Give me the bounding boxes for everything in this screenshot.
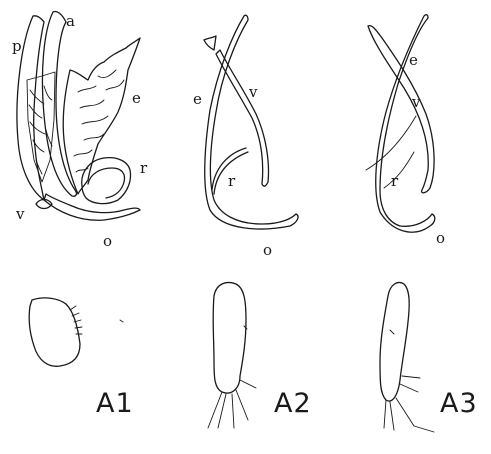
fig1-membrane-hatching: [29, 86, 52, 174]
fig1-label-o: o: [103, 232, 112, 250]
fig3-label-v: v: [411, 93, 421, 111]
fig1-part-a: [42, 11, 76, 196]
specimen-a2: A2: [208, 283, 312, 429]
a3-appendages: [384, 330, 434, 432]
a1-hair-fringe: [70, 306, 82, 334]
fig3-label-o: o: [436, 229, 445, 247]
fig2-label-o: o: [263, 241, 272, 259]
fig1-part-r-inner: [88, 168, 125, 198]
fig1-label-v: v: [15, 205, 25, 223]
a3-body-outline: [380, 283, 409, 402]
fig3-label-e: e: [409, 51, 418, 69]
caption-a1: A1: [96, 388, 134, 419]
fig1-wing-veins: [74, 70, 124, 172]
a1-speck: [120, 320, 123, 322]
fig3-label-r: r: [391, 172, 399, 190]
figure-3-drawing: e v r o: [366, 15, 445, 247]
fig1-label-r: r: [140, 159, 148, 177]
fig1-membrane: [27, 72, 55, 182]
fig1-part-e: [63, 38, 140, 194]
fig2-top-stub: [204, 36, 216, 50]
fig2-part-v-stalk: [216, 50, 269, 186]
fig1-label-e: e: [132, 89, 141, 107]
fig1-label-a: a: [66, 12, 75, 30]
fig1-part-o: [44, 194, 140, 220]
fig2-label-e: e: [193, 90, 202, 108]
specimen-a3: A3: [380, 283, 478, 433]
figure-1-drawing: p a e r v o: [12, 11, 148, 250]
fig3-part-v-stalk: [368, 26, 434, 193]
a2-body-outline: [213, 283, 246, 394]
caption-a2: A2: [274, 388, 312, 419]
fig3-part-e-stalk: [376, 15, 435, 232]
fig1-label-p: p: [12, 37, 22, 55]
fig2-label-v: v: [248, 83, 258, 101]
figure-2-drawing: e v r o: [193, 15, 298, 259]
fig2-part-e-stalk: [205, 15, 298, 229]
specimen-a1: A1: [29, 298, 133, 419]
caption-a3: A3: [440, 388, 478, 419]
fig2-label-r: r: [228, 172, 236, 190]
